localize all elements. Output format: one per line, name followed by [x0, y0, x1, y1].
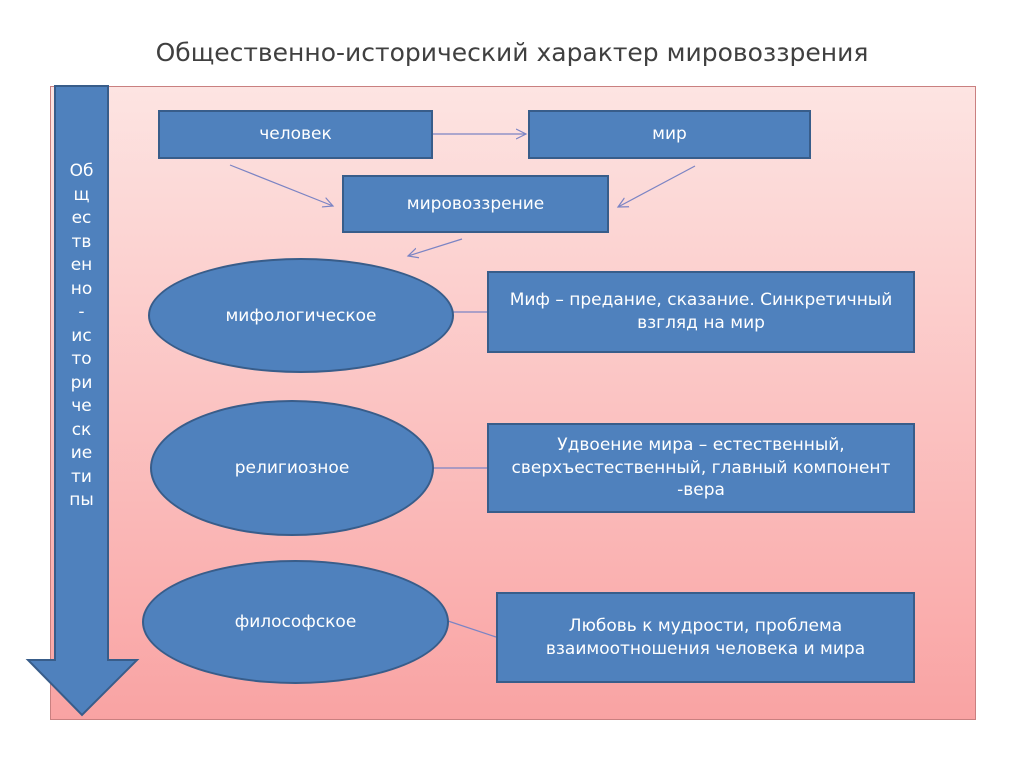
syllable: ск: [71, 419, 92, 440]
syllable: щ: [73, 184, 90, 205]
worldview-box: мировоззрение: [342, 175, 609, 233]
arrow-worldview-types: [408, 238, 463, 256]
type-ellipse-religious: религиозное: [150, 400, 434, 536]
syllable: пы: [69, 490, 94, 510]
syllable: че: [71, 396, 92, 416]
type-ellipse-philosophical: философское: [142, 560, 449, 684]
syllable: ие: [70, 443, 93, 463]
syllable: Об: [69, 161, 94, 181]
syllable: ис: [71, 325, 92, 346]
type-ellipse-mythological: мифологическое: [148, 258, 454, 373]
connector-philosophy: [447, 620, 497, 638]
syllable: ри: [70, 372, 93, 393]
syllable: -: [78, 302, 85, 322]
type-description-mythological: Миф – предание, сказание. Синкретичный в…: [487, 271, 915, 353]
arrow-world-worldview: [618, 165, 696, 207]
syllable: ти: [71, 466, 92, 487]
down-arrow-shape: [25, 85, 140, 717]
person-box: человек: [158, 110, 433, 159]
type-description-philosophical: Любовь к мудрости, проблема взаимоотноше…: [496, 592, 915, 683]
syllable: но: [70, 278, 93, 299]
syllable: ес: [71, 208, 92, 228]
type-description-religious: Удвоение мира – естественный, сверхъесте…: [487, 423, 915, 513]
syllable: то: [71, 349, 92, 369]
slide-title: Общественно-исторический характер мирово…: [155, 38, 869, 67]
side-arrow-label: Об щ ес тв ен но - ис то ри че ск ие ти …: [55, 160, 108, 513]
syllable: тв: [71, 231, 92, 252]
arrow-person-worldview: [229, 164, 333, 206]
syllable: ен: [70, 255, 93, 275]
world-box: мир: [528, 110, 811, 159]
